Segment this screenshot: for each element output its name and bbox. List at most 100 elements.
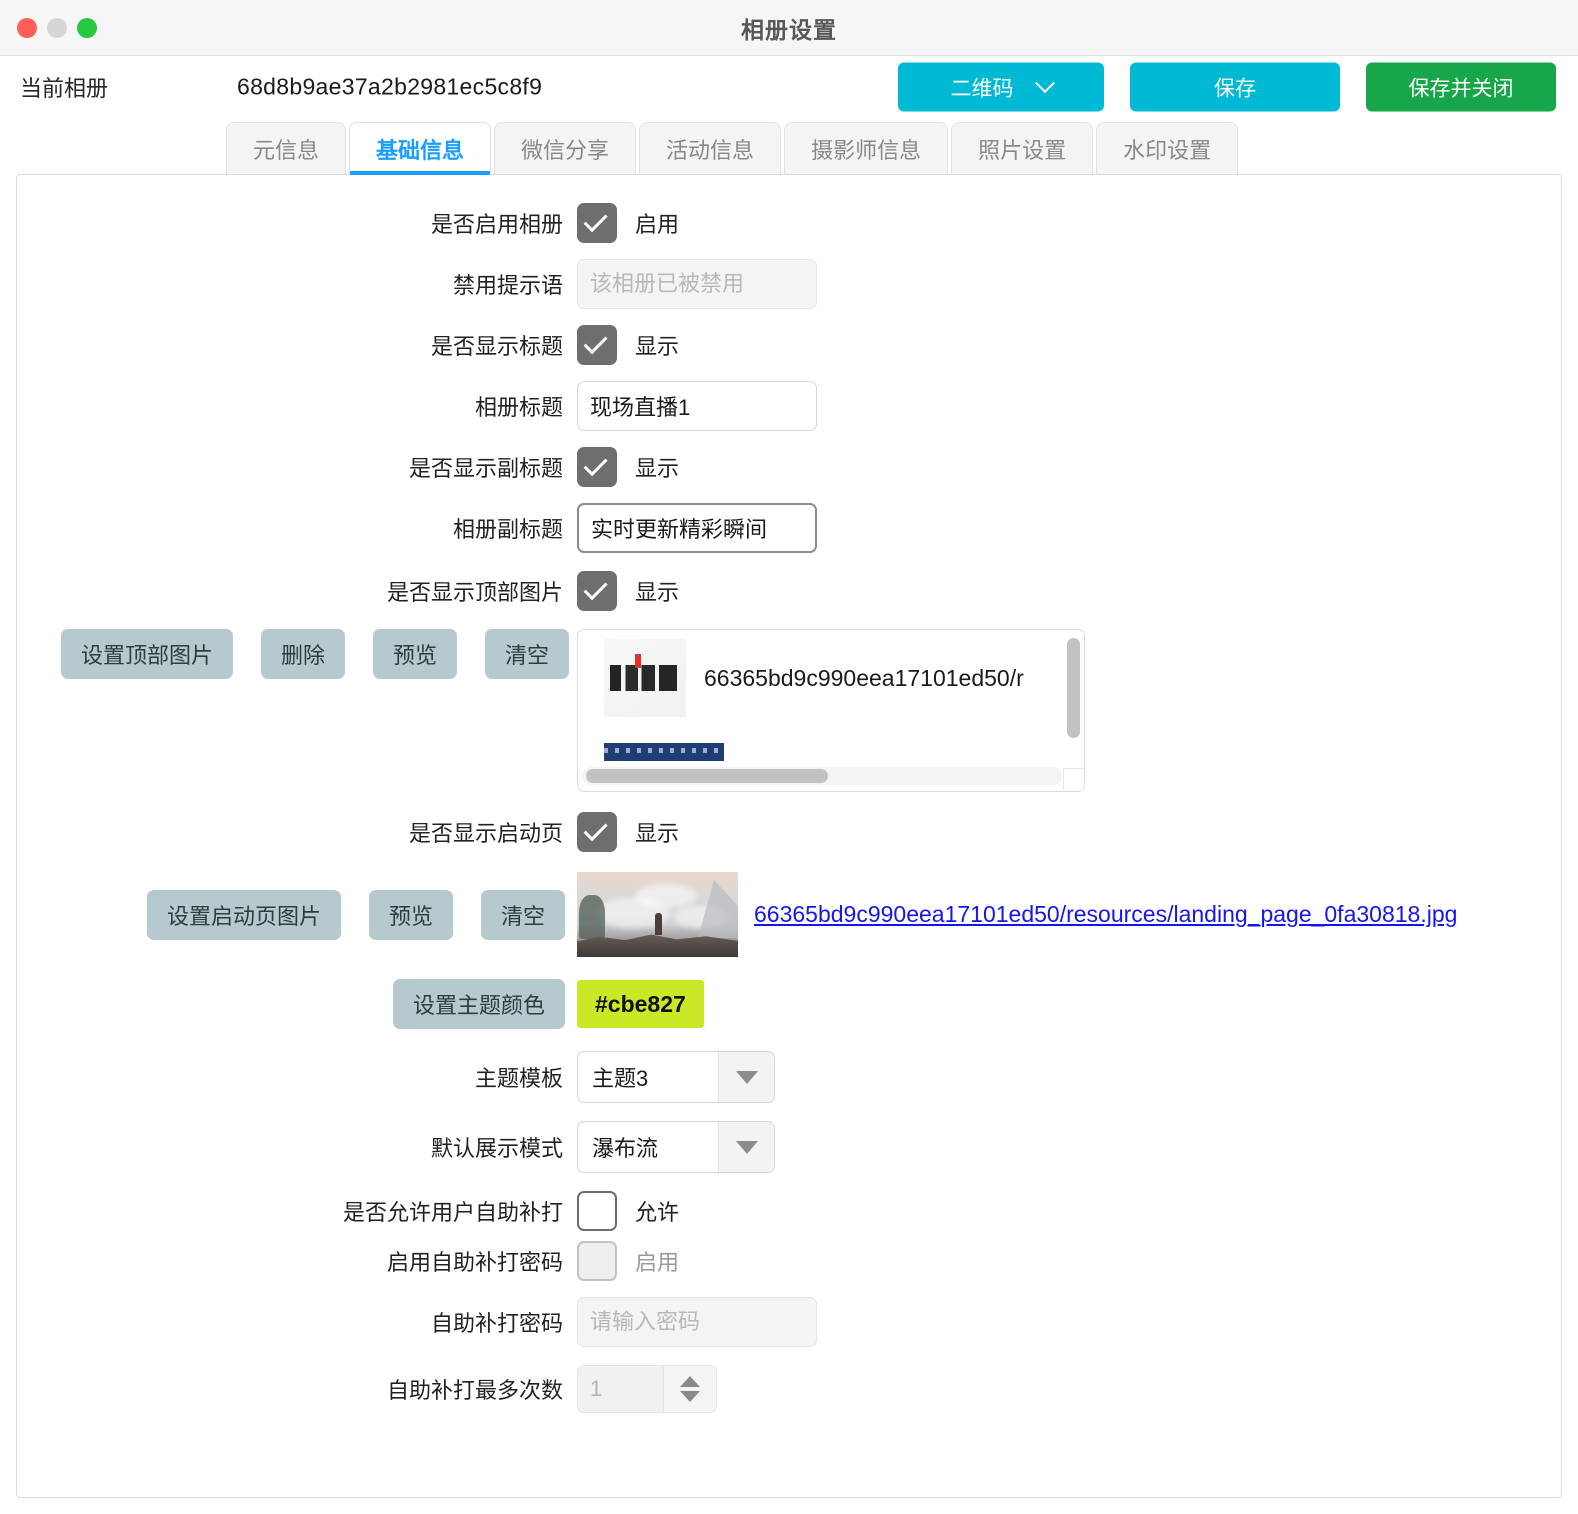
horizontal-scrollbar-thumb[interactable] [586,769,828,783]
tab-meta-info[interactable]: 元信息 [226,122,347,174]
show-top-image-checkbox[interactable] [577,571,617,611]
display-mode-dropdown-arrow[interactable] [718,1122,774,1172]
tab-basic-info[interactable]: 基础信息 [349,122,492,175]
header-actions: 二维码 保存 保存并关闭 [898,62,1556,112]
theme-color-swatch[interactable]: #cbe827 [577,980,704,1028]
tab-photo-settings[interactable]: 照片设置 [951,122,1094,174]
reprint-max-count-label: 自助补打最多次数 [386,1378,563,1403]
theme-template-dropdown-arrow[interactable] [718,1052,774,1102]
enable-reprint-password-checkbox [577,1241,617,1281]
top-image-thumbnail [604,639,686,717]
stepper-arrows [664,1366,716,1412]
show-landing-page-checkbox[interactable] [577,812,617,852]
show-landing-page-label: 是否显示启动页 [408,821,563,846]
theme-template-select[interactable]: 主题3 [577,1051,775,1103]
show-top-image-label: 是否显示顶部图片 [386,580,563,605]
show-title-checkbox[interactable] [577,325,617,365]
top-image-list-vertical-scrollbar[interactable] [1067,638,1080,738]
row-theme-template: 主题模板 主题3 [17,1051,1561,1103]
row-display-mode: 默认展示模式 瀑布流 [17,1121,1561,1173]
album-subtitle-input[interactable] [577,503,817,553]
tab-photographer-info[interactable]: 摄影师信息 [784,122,949,174]
check-icon [583,452,608,477]
theme-template-selected-value: 主题3 [592,1066,649,1091]
chevron-down-icon [1034,72,1055,93]
row-album-title: 相册标题 [17,381,1561,431]
caret-up-icon [680,1376,700,1387]
top-image-second-thumbnail [604,743,724,761]
enable-reprint-password-checkbox-text: 启用 [635,1250,680,1275]
top-image-list-horizontal-scrollbar[interactable] [582,767,1062,785]
reprint-password-input [577,1297,817,1347]
row-allow-reprint: 是否允许用户自助补打 允许 [17,1191,1561,1231]
set-top-image-button[interactable]: 设置顶部图片 [61,629,234,679]
current-album-label: 当前相册 [20,76,109,101]
landing-page-thumbnail[interactable] [577,872,738,957]
enable-reprint-password-label: 启用自助补打密码 [386,1250,563,1275]
header-bar: 当前相册 68d8b9ae37a2b2981ec5c8f9 二维码 保存 保存并… [0,56,1578,118]
landing-page-url-link[interactable]: 66365bd9c990eea17101ed50/resources/landi… [754,901,1458,927]
qrcode-button[interactable]: 二维码 [898,62,1104,112]
allow-reprint-checkbox-text: 允许 [635,1200,680,1225]
preview-landing-page-button[interactable]: 预览 [368,889,453,940]
title-bar: 相册设置 [0,0,1578,56]
row-enable-reprint-password: 启用自助补打密码 启用 [17,1241,1561,1281]
theme-template-label: 主题模板 [474,1066,563,1091]
red-seal-mark [635,654,641,668]
row-show-top-image: 是否显示顶部图片 显示 [17,571,1561,611]
save-button[interactable]: 保存 [1130,62,1340,112]
qrcode-button-label: 二维码 [950,77,1014,100]
check-icon [583,208,608,233]
tree-shape [579,895,605,939]
row-show-landing-page: 是否显示启动页 显示 [17,812,1561,852]
close-window-icon[interactable] [17,17,37,38]
disabled-tip-label: 禁用提示语 [452,273,563,298]
landing-page-button-group: 设置启动页图片 预览 清空 [17,889,577,940]
check-icon [583,817,608,842]
tab-wechat-share[interactable]: 微信分享 [494,122,637,174]
caret-down-icon [735,1070,758,1084]
disabled-tip-input[interactable] [577,259,817,309]
album-title-label: 相册标题 [474,395,563,420]
row-theme-color: 设置主题颜色 #cbe827 [17,979,1561,1029]
show-landing-page-checkbox-text: 显示 [635,821,680,846]
cloud-shape [635,884,697,908]
scrollbar-corner [1063,768,1083,790]
reprint-max-count-stepper: 1 [577,1365,717,1413]
allow-reprint-checkbox[interactable] [577,1191,617,1231]
album-id-value: 68d8b9ae37a2b2981ec5c8f9 [237,73,543,100]
display-mode-selected-value: 瀑布流 [592,1136,659,1161]
settings-panel: 是否启用相册 启用 禁用提示语 是否显示标题 显示 相 [16,174,1562,1498]
enable-album-checkbox-text: 启用 [635,212,680,237]
display-mode-select[interactable]: 瀑布流 [577,1121,775,1173]
set-landing-page-image-button[interactable]: 设置启动页图片 [146,889,341,940]
person-silhouette [655,913,662,935]
enable-album-checkbox[interactable] [577,203,617,243]
basic-info-form: 是否启用相册 启用 禁用提示语 是否显示标题 显示 相 [17,175,1561,1497]
clear-top-image-button[interactable]: 清空 [485,629,570,679]
album-title-input[interactable] [577,381,817,431]
tab-watermark-settings[interactable]: 水印设置 [1096,122,1239,174]
tab-event-info[interactable]: 活动信息 [639,122,782,174]
preview-top-image-button[interactable]: 预览 [373,629,458,679]
top-image-list-item[interactable]: 66365bd9c990eea17101ed50/r [578,630,1084,717]
row-top-image: 设置顶部图片 删除 预览 清空 66365bd9c990eea17101ed50… [17,629,1561,792]
delete-top-image-button[interactable]: 删除 [261,629,346,679]
row-album-subtitle: 相册副标题 [17,503,1561,553]
allow-reprint-label: 是否允许用户自助补打 [342,1200,563,1225]
row-show-title: 是否显示标题 显示 [17,325,1561,365]
row-reprint-password: 自助补打密码 [17,1297,1561,1347]
save-and-close-button[interactable]: 保存并关闭 [1366,62,1556,112]
top-image-list[interactable]: 66365bd9c990eea17101ed50/r [577,629,1085,792]
zoom-window-icon[interactable] [77,17,97,38]
rock-ridge-shape [577,934,738,957]
set-theme-color-button[interactable]: 设置主题颜色 [392,979,565,1029]
caret-down-icon [680,1391,700,1402]
show-subtitle-checkbox-text: 显示 [635,456,680,481]
show-subtitle-label: 是否显示副标题 [408,456,563,481]
clear-landing-page-button[interactable]: 清空 [480,889,565,940]
minimize-window-icon[interactable] [47,17,67,38]
show-top-image-checkbox-text: 显示 [635,580,680,605]
show-subtitle-checkbox[interactable] [577,447,617,487]
